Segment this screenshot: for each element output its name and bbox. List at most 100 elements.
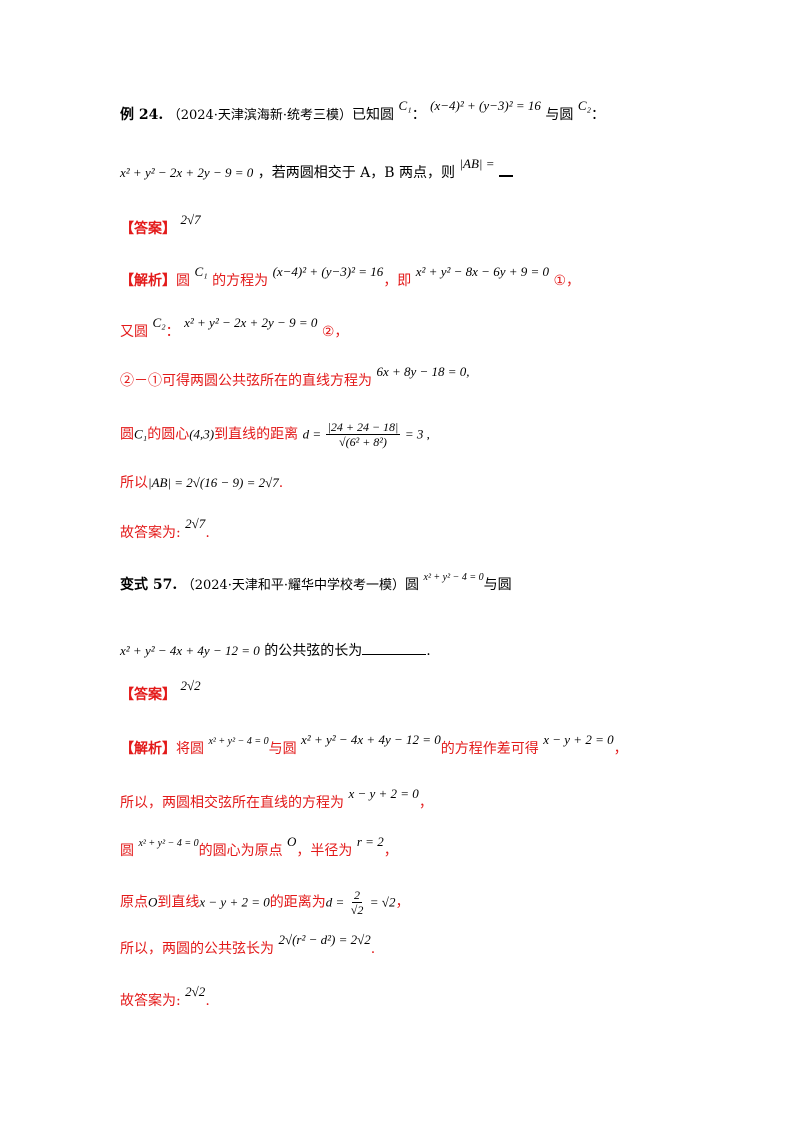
text: 所以，两圆的公共弦长为 <box>120 941 274 957</box>
variant-analysis-line-4: 原点O到直线x − y + 2 = 0的距离为d = 2 √2 = √2， <box>120 888 730 917</box>
analysis-line-2: 又圆 C₂： x² + y² − 2x + 2y − 9 = 0 ②， <box>120 315 730 341</box>
comma: ， <box>613 741 628 757</box>
example-source: （2024·天津滨海新·统考三模） <box>167 108 353 123</box>
text: 圆 <box>120 843 134 859</box>
period: . <box>278 475 284 491</box>
variant-label: 变式 57. <box>120 577 178 593</box>
text: 到直线的距离 <box>214 426 299 443</box>
numerator: |24 + 24 − 18| <box>325 420 401 435</box>
answer-tag: 【答案】 <box>120 221 176 237</box>
with-text: 与圆 <box>545 107 574 123</box>
text: ②－①可得两圆公共弦所在的直线方程为 <box>120 373 372 389</box>
answer-blank <box>362 642 427 655</box>
analysis-tag: 【解析】 <box>120 273 176 289</box>
equation: (x−4)² + (y−3)² = 16 <box>272 264 384 279</box>
text: 的方程为 <box>212 273 269 289</box>
answer-tag: 【答案】 <box>120 687 176 703</box>
text: 故答案为: <box>120 993 181 1009</box>
variant-source: （2024·天津和平·耀华中学校考一模） <box>181 578 406 593</box>
text: 所以 <box>120 475 148 491</box>
answer-value: 2√7 <box>180 212 201 227</box>
circle-c-equation: x² + y² − 4x + 4y − 12 = 0 <box>120 643 260 658</box>
answer-blank <box>498 163 513 177</box>
text: 将圆 <box>176 741 204 757</box>
analysis-line-3: ②－①可得两圆公共弦所在的直线方程为 6x + 8y − 18 = 0, <box>120 364 730 390</box>
c2-equation: x² + y² − 2x + 2y − 9 = 0 <box>120 165 254 180</box>
variant-title-line: 变式 57. （2024·天津和平·耀华中学校考一模）圆 x² + y² − 4… <box>120 572 730 594</box>
equation: x − y + 2 = 0 <box>199 894 270 910</box>
variant-final-answer-line: 故答案为: 2√2. <box>120 984 730 1010</box>
denominator: √2 <box>350 903 364 917</box>
text: 圆 <box>176 273 190 289</box>
equation-number: ①， <box>553 273 581 289</box>
c1-symbol: C₁ <box>194 264 208 279</box>
variant-analysis-line-2: 所以，两圆相交弦所在直线的方程为 x − y + 2 = 0， <box>120 786 730 812</box>
equation: x − y + 2 = 0 <box>348 786 419 801</box>
text: 故答案为: <box>120 525 181 541</box>
text: 的方程作差可得 <box>440 741 539 757</box>
radius: r = 2 <box>356 834 384 849</box>
equation: x² + y² − 8x − 6y + 9 = 0 <box>415 264 550 279</box>
numerator: 2 <box>352 888 363 903</box>
final-answer-line: 故答案为: 2√7. <box>120 516 730 542</box>
analysis-line-1: 【解析】圆 C₁ 的方程为 (x−4)² + (y−3)² = 16，即 x² … <box>120 264 730 290</box>
final-answer: 2√2 <box>185 984 206 999</box>
denominator: √(6² + 8²) <box>339 435 387 449</box>
equation: x² + y² − 2x + 2y − 9 = 0 <box>184 315 318 330</box>
distance-label: d = <box>325 894 345 910</box>
text: 所以，两圆相交弦所在直线的方程为 <box>120 795 344 811</box>
example-label: 例 24. <box>120 107 164 123</box>
equation: x² + y² − 4 = 0 <box>138 838 199 849</box>
variant-analysis-line-3: 圆 x² + y² − 4 = 0的圆心为原点 O，半径为 r = 2， <box>120 834 730 860</box>
origin-symbol: O <box>148 894 158 910</box>
text: 的圆心 <box>147 426 190 443</box>
variant-analysis-line-1: 【解析】将圆 x² + y² − 4 = 0与圆 x² + y² − 4x + … <box>120 732 730 758</box>
question-text: ，若两圆相交于 A，B 两点，则 <box>257 165 456 181</box>
colon: ： <box>165 324 180 340</box>
equation: 2√(r² − d²) = 2√2 <box>278 932 371 947</box>
distance-label: d = <box>302 426 322 442</box>
distance-result: = 3 , <box>404 426 430 442</box>
period: . <box>370 941 376 957</box>
period: . <box>205 525 210 541</box>
equation: x² + y² − 4 = 0 <box>208 736 269 747</box>
analysis-line-4: 圆C₁的圆心(4,3)到直线的距离 d = |24 + 24 − 18| √(6… <box>120 420 730 449</box>
comma: ， <box>383 843 398 859</box>
colon: ： <box>411 107 426 123</box>
analysis-tag: 【解析】 <box>120 741 176 757</box>
text: 到直线 <box>157 894 200 911</box>
variant-answer-line: 【答案】 2√2 <box>120 678 730 704</box>
origin-symbol: O <box>287 834 297 849</box>
distance-result: = √2 <box>369 894 396 910</box>
ab-expression: |AB| = <box>459 156 495 171</box>
c2-symbol: C₂ <box>577 98 592 113</box>
circle-o-equation: x² + y² − 4 = 0 <box>423 572 484 583</box>
example-title-line: 例 24. （2024·天津滨海新·统考三模）已知圆 C₁： (x−4)² + … <box>120 98 730 124</box>
final-answer: 2√7 <box>185 516 206 531</box>
c1-symbol: C₁ <box>398 98 412 113</box>
colon: ： <box>591 107 606 123</box>
analysis-line-5: 所以|AB| = 2√(16 − 9) = 2√7. <box>120 472 730 492</box>
answer-line: 【答案】 2√7 <box>120 212 730 238</box>
center-point: (4,3) <box>189 426 215 442</box>
distance-fraction: |24 + 24 − 18| √(6² + 8²) <box>325 420 401 449</box>
answer-value: 2√2 <box>180 678 201 693</box>
equation-number: ②， <box>321 324 349 340</box>
c1-symbol: C₁ <box>134 426 148 442</box>
equation: x² + y² − 4x + 4y − 12 = 0 <box>301 732 441 747</box>
period: . <box>426 643 431 659</box>
text: ，半径为 <box>296 843 353 859</box>
text: 又圆 <box>120 324 148 340</box>
equation: |AB| = 2√(16 − 9) = 2√7 <box>148 475 279 490</box>
period: . <box>205 993 210 1009</box>
text: 与圆 <box>483 577 512 593</box>
comma: ， <box>395 894 410 911</box>
c2-symbol: C₂ <box>152 315 166 330</box>
equation: x − y + 2 = 0 <box>543 732 614 747</box>
example-question-line: x² + y² − 2x + 2y − 9 = 0 ，若两圆相交于 A，B 两点… <box>120 156 730 182</box>
text: 的圆心为原点 <box>198 843 283 859</box>
variant-analysis-line-5: 所以，两圆的公共弦长为 2√(r² − d²) = 2√2. <box>120 932 730 958</box>
example-text: 已知圆 <box>352 107 395 123</box>
text: 与圆 <box>268 741 297 757</box>
text: 的距离为 <box>269 894 326 911</box>
